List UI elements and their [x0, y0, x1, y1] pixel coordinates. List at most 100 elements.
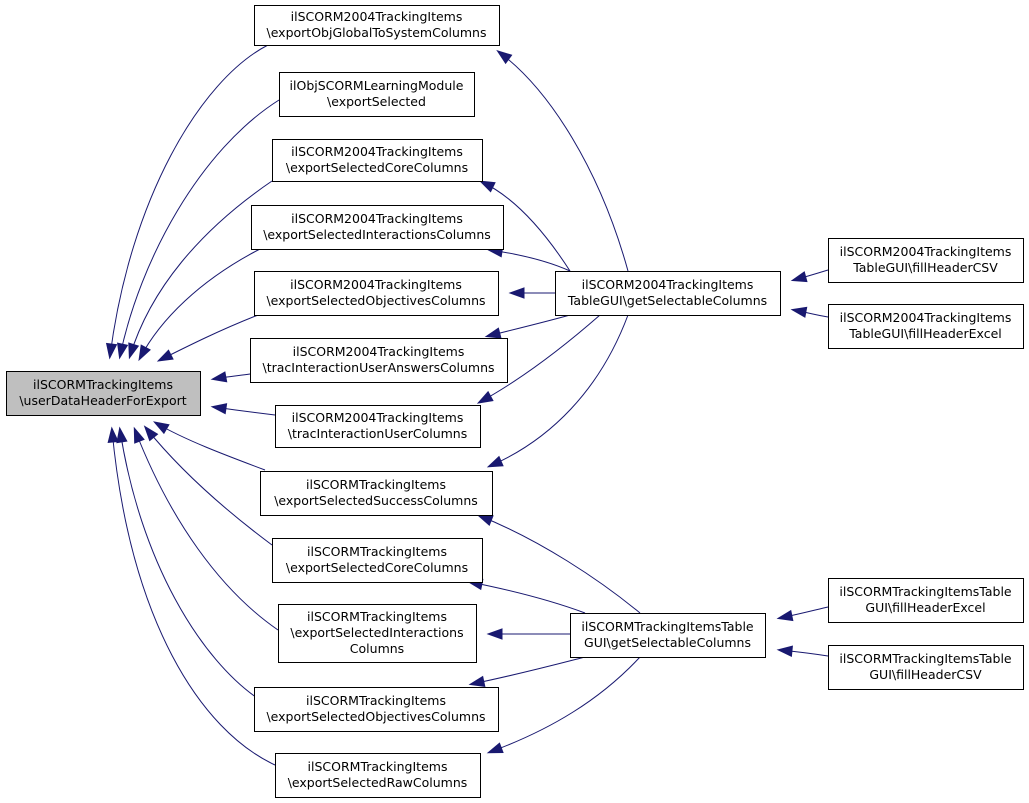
node-n12[interactable]: ilSCORMTrackingItems\exportSelectedRawCo…: [275, 753, 481, 798]
node-box: [254, 5, 500, 46]
node-n3[interactable]: ilSCORM2004TrackingItems\exportSelectedC…: [272, 139, 483, 182]
node-label-line: TableGUI\getSelectableColumns: [567, 293, 767, 308]
node-r1[interactable]: ilSCORM2004TrackingItemsTableGUI\fillHea…: [828, 238, 1024, 283]
node-box: [251, 205, 504, 250]
arrowhead-m1-to-n6: [484, 327, 502, 339]
node-label-line: ilSCORM2004TrackingItems: [582, 277, 754, 292]
node-n5[interactable]: ilSCORM2004TrackingItems\exportSelectedO…: [254, 271, 499, 316]
node-label-line: ilSCORMTrackingItemsTable: [839, 584, 1012, 599]
edge-n5-to-root: [159, 314, 259, 361]
edge-m1-to-n8: [489, 314, 629, 467]
node-n8[interactable]: ilSCORMTrackingItems\exportSelectedSucce…: [260, 471, 493, 516]
node-label-line: ilSCORM2004TrackingItems: [291, 9, 463, 24]
node-label-line: \tracInteractionUserAnswersColumns: [262, 360, 494, 375]
edge-n1-to-root: [109, 44, 269, 357]
arrowhead-n4-to-root: [138, 344, 151, 362]
arrowhead-n3-to-root: [128, 342, 140, 360]
arrowhead-n8-to-root: [153, 421, 170, 435]
node-box: [828, 645, 1024, 690]
node-root[interactable]: ilSCORMTrackingItems\userDataHeaderForEx…: [6, 371, 201, 416]
node-label-line: ilSCORM2004TrackingItems: [290, 277, 462, 292]
arrowhead-n6-to-root: [210, 371, 228, 383]
node-label-line: ilSCORM2004TrackingItems: [840, 244, 1012, 259]
node-label-line: ilSCORMTrackingItems: [33, 377, 173, 392]
node-label-line: Columns: [350, 641, 404, 656]
edge-n4-to-root: [139, 248, 261, 359]
arrowhead-n5-to-root: [156, 349, 174, 362]
node-label-line: ilSCORM2004TrackingItems: [292, 410, 464, 425]
node-label-line: ilSCORM2004TrackingItems: [291, 211, 463, 226]
arrowhead-n10-to-root: [133, 426, 145, 444]
node-label-line: ilSCORMTrackingItems: [306, 693, 446, 708]
node-n6[interactable]: ilSCORM2004TrackingItems\tracInteraction…: [250, 338, 508, 383]
node-m1[interactable]: ilSCORM2004TrackingItemsTableGUI\getSele…: [555, 271, 781, 316]
arrowhead-n2-to-root: [117, 342, 129, 360]
edge-n11-to-root: [119, 429, 261, 701]
node-label-line: TableGUI\fillHeaderCSV: [852, 260, 998, 275]
arrowhead-m1-to-n3: [478, 180, 496, 193]
node-label-line: ilSCORMTrackingItemsTable: [839, 651, 1012, 666]
node-label-line: \exportSelectedInteractionsColumns: [263, 227, 491, 242]
node-box: [828, 238, 1024, 283]
edges-layer: [105, 44, 829, 766]
node-n10[interactable]: ilSCORMTrackingItems\exportSelectedInter…: [278, 604, 477, 663]
node-n2[interactable]: ilObjSCORMLearningModule\exportSelected: [279, 72, 475, 117]
node-box: [570, 613, 766, 658]
arrowhead-n12-to-root: [107, 426, 119, 443]
node-label-line: \exportSelectedObjectivesColumns: [266, 709, 485, 724]
node-label-line: \exportSelectedSuccessColumns: [274, 493, 478, 508]
nodes-layer: ilSCORMTrackingItems\userDataHeaderForEx…: [6, 5, 1024, 798]
edge-m1-to-n6: [487, 314, 571, 337]
node-label-line: ilSCORMTrackingItems: [307, 609, 447, 624]
node-label-line: \exportSelectedCoreColumns: [286, 560, 468, 575]
edge-m2-to-n9: [469, 581, 586, 614]
node-label-line: GUI\fillHeaderExcel: [865, 600, 985, 615]
node-n11[interactable]: ilSCORMTrackingItems\exportSelectedObjec…: [254, 687, 499, 732]
node-label-line: \exportSelectedRawColumns: [288, 775, 468, 790]
node-n4[interactable]: ilSCORM2004TrackingItems\exportSelectedI…: [251, 205, 504, 250]
arrowhead-m1-to-n7: [476, 390, 494, 404]
edge-m2-to-n12: [489, 656, 641, 753]
arrowhead-n9-to-root: [143, 425, 159, 442]
edge-m2-to-n11: [471, 656, 586, 685]
node-label-line: \exportSelectedCoreColumns: [286, 160, 468, 175]
arrowhead-m1-to-n5: [508, 287, 525, 299]
node-r4[interactable]: ilSCORMTrackingItemsTableGUI\fillHeaderC…: [828, 645, 1024, 690]
arrowhead-r2-to-m1: [790, 306, 808, 318]
node-label-line: ilSCORMTrackingItems: [307, 544, 447, 559]
node-box: [272, 139, 483, 182]
node-m2[interactable]: ilSCORMTrackingItemsTableGUI\getSelectab…: [570, 613, 766, 658]
node-label-line: \tracInteractionUserColumns: [288, 426, 467, 441]
node-box: [6, 371, 201, 416]
node-box: [275, 405, 481, 448]
node-box: [278, 604, 477, 663]
node-r2[interactable]: ilSCORM2004TrackingItemsTableGUI\fillHea…: [828, 304, 1024, 349]
node-box: [260, 471, 493, 516]
arrowhead-n1-to-root: [105, 342, 118, 360]
edge-n9-to-root: [145, 427, 273, 546]
arrowhead-n7-to-root: [210, 403, 228, 415]
edge-n3-to-root: [129, 180, 273, 357]
node-box: [555, 271, 781, 316]
node-label-line: ilSCORM2004TrackingItems: [291, 144, 463, 159]
arrowhead-m2-to-n10: [486, 628, 503, 640]
node-box: [272, 538, 483, 583]
arrowhead-r4-to-m2: [776, 645, 793, 657]
node-box: [828, 578, 1024, 623]
node-label-line: ilSCORM2004TrackingItems: [293, 344, 465, 359]
node-box: [828, 304, 1024, 349]
node-label-line: ilSCORMTrackingItems: [306, 477, 446, 492]
node-n1[interactable]: ilSCORM2004TrackingItems\exportObjGlobal…: [254, 5, 500, 46]
edge-n2-to-root: [119, 99, 280, 357]
node-r3[interactable]: ilSCORMTrackingItemsTableGUI\fillHeaderE…: [828, 578, 1024, 623]
node-label-line: ilSCORM2004TrackingItems: [840, 310, 1012, 325]
node-box: [254, 271, 499, 316]
arrowhead-n11-to-root: [116, 426, 128, 444]
node-n7[interactable]: ilSCORM2004TrackingItems\tracInteraction…: [275, 405, 481, 448]
node-box: [250, 338, 508, 383]
node-label-line: \exportSelectedInteractions: [290, 625, 463, 640]
arrowhead-r3-to-m2: [776, 609, 794, 622]
arrowhead-m2-to-n12: [486, 742, 504, 754]
node-n9[interactable]: ilSCORMTrackingItems\exportSelectedCoreC…: [272, 538, 483, 583]
arrowhead-r1-to-m1: [790, 271, 808, 283]
